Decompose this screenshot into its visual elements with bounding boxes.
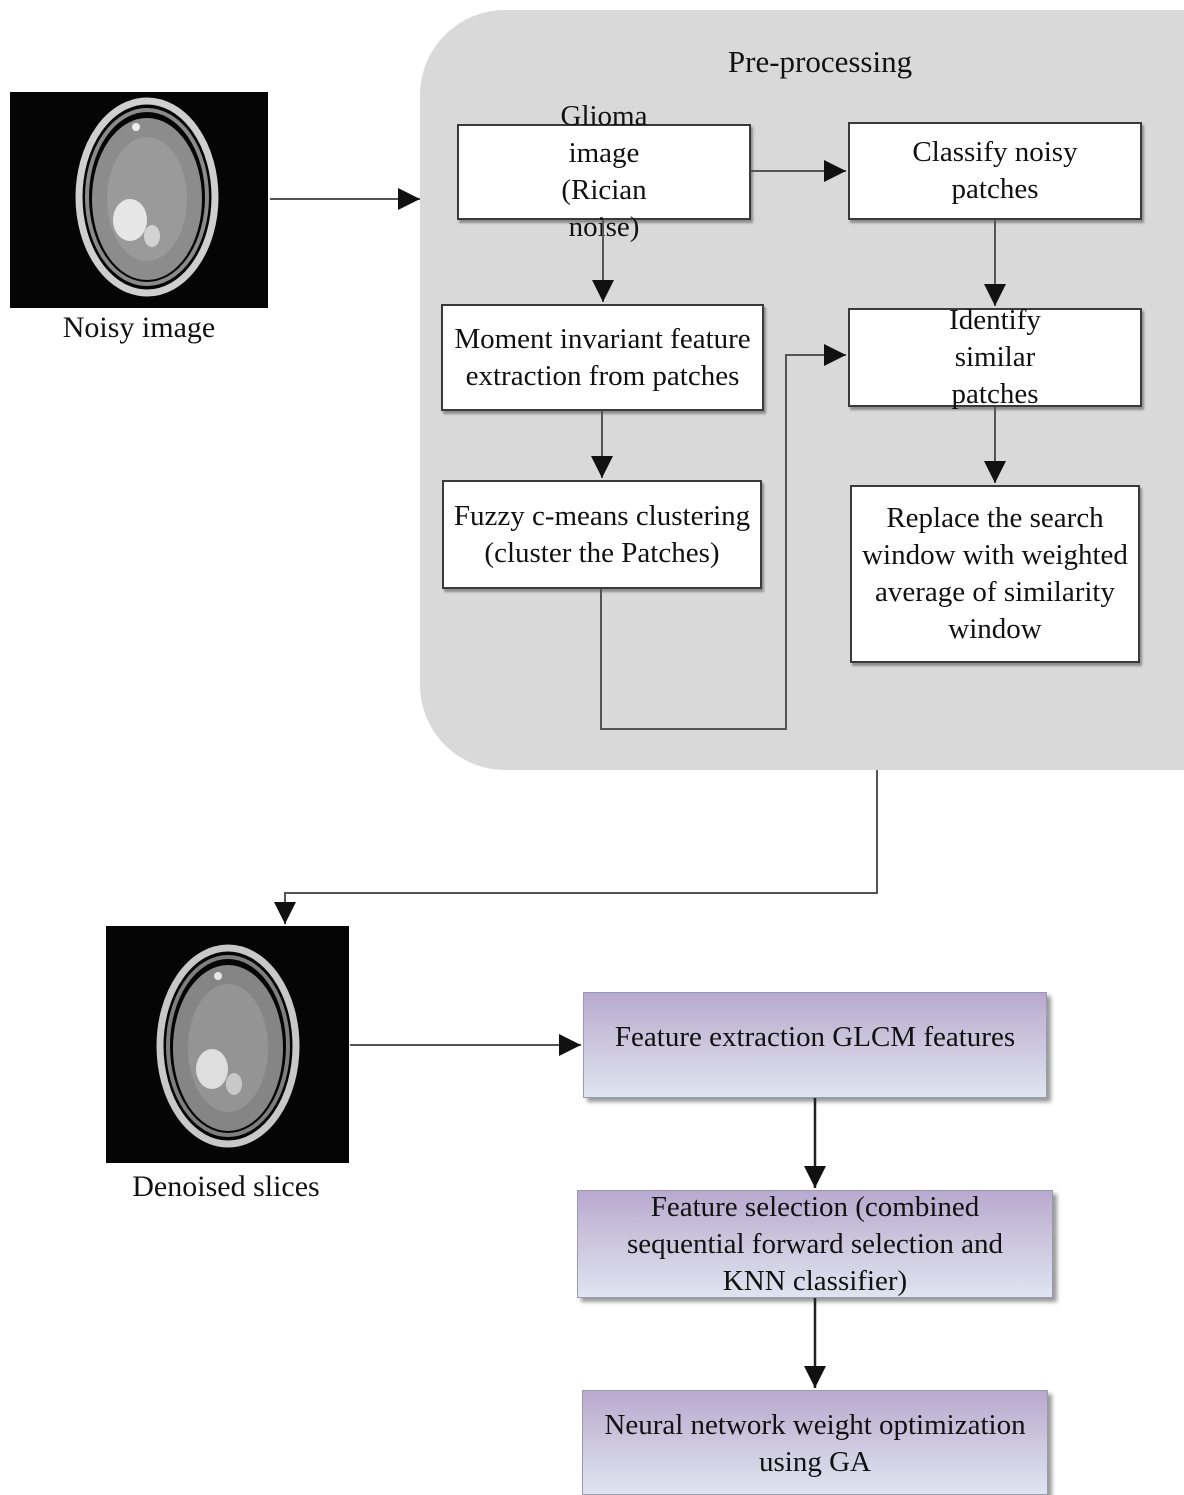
feature-selection-box: Feature selection (combined sequential f…: [577, 1190, 1053, 1298]
neural-network-ga-box: Neural network weight optimization using…: [582, 1390, 1048, 1495]
noisy-image-caption: Noisy image: [62, 311, 216, 344]
arrow-fuzzy-to-identify: [600, 344, 846, 730]
preprocessing-title: Pre-processing: [727, 44, 913, 79]
denoised-slices-caption: Denoised slices: [132, 1170, 320, 1203]
noisy-mri-image: [10, 92, 268, 308]
moment-invariant-box: Moment invariant feature extraction from…: [441, 304, 764, 411]
classify-noisy-patches-box: Classify noisy patches: [848, 122, 1142, 220]
glcm-feature-extraction-box: Feature extraction GLCM features: [583, 992, 1047, 1098]
arrow-preprocessing-to-denoised: [274, 770, 878, 924]
replace-search-window-box: Replace the search window with weighted …: [850, 485, 1140, 663]
identify-similar-patches-box: Identify similar patches: [848, 304, 1142, 410]
denoised-mri-image: [106, 926, 349, 1163]
fuzzy-c-means-box: Fuzzy c-means clustering (cluster the Pa…: [442, 480, 762, 589]
